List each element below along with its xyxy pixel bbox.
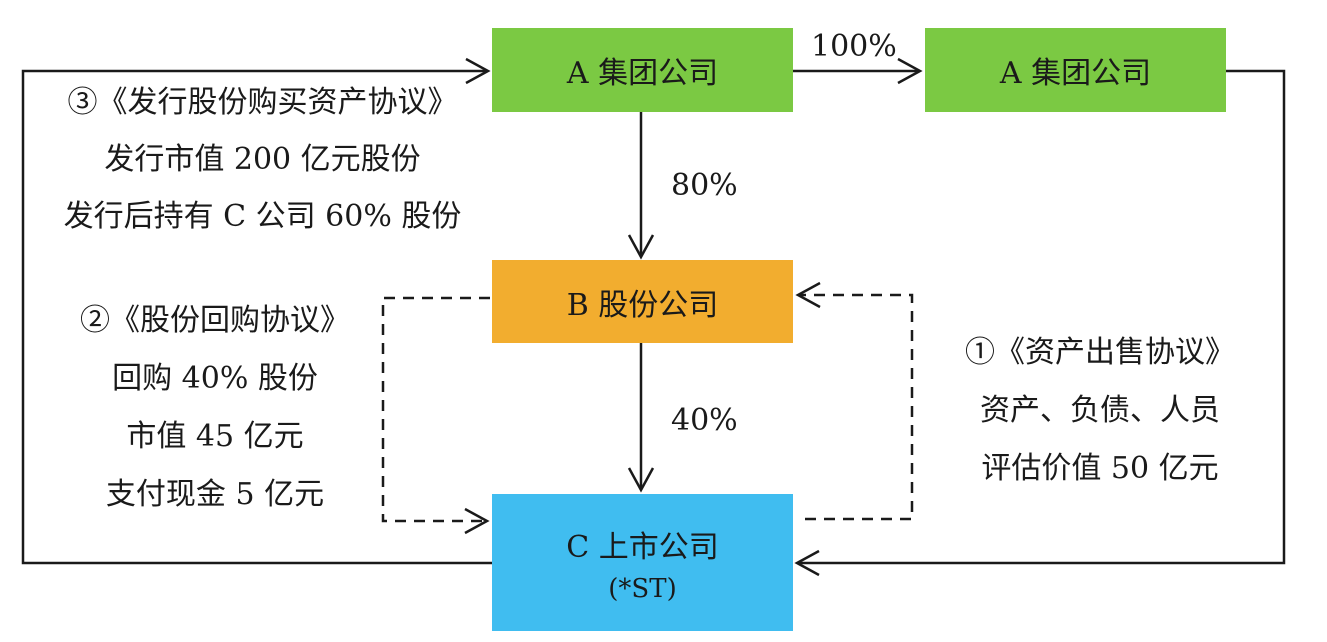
node-c-company-note: (*ST) xyxy=(608,573,677,604)
agreement-asset-sale-block: ①《资产出售协议》 资产、负债、人员 评估价值 50 亿元 xyxy=(930,338,1270,484)
dashed-arrow-c-to-b xyxy=(800,293,914,521)
arrow-b-to-c xyxy=(627,343,655,493)
edge-label-a-to-b: 80% xyxy=(671,168,738,203)
arrow-a-to-b xyxy=(627,112,655,260)
arrow-c-to-a-loop xyxy=(21,57,492,565)
agreement-buyback-line1: 回购 40% 股份 xyxy=(112,361,318,396)
agreement-issue-title: ③《发行股份购买资产协议》 xyxy=(67,85,458,120)
agreement-issue-line2: 发行后持有 C 公司 60% 股份 xyxy=(63,199,462,234)
agreement-issue-line1: 发行市值 200 亿元股份 xyxy=(104,142,421,177)
node-a-group-right: A 集团公司 xyxy=(925,28,1226,112)
dashed-arrowhead-left xyxy=(464,507,490,535)
dashed-arrow-b-to-c xyxy=(381,296,490,523)
node-b-company-label: B 股份公司 xyxy=(566,287,719,323)
node-c-company-label: C 上市公司 xyxy=(566,529,719,565)
node-a-group-left-label: A 集团公司 xyxy=(566,56,719,91)
agreement-asset-sale-line1: 资产、负债、人员 xyxy=(980,393,1220,428)
edge-label-b-to-c: 40% xyxy=(671,403,738,438)
agreement-issue-block: ③《发行股份购买资产协议》 发行市值 200 亿元股份 发行后持有 C 公司 6… xyxy=(40,88,485,232)
node-b-company: B 股份公司 xyxy=(492,260,793,343)
edge-label-a-to-a: 100% xyxy=(811,29,897,64)
agreement-buyback-block: ②《股份回购协议》 回购 40% 股份 市值 45 亿元 支付现金 5 亿元 xyxy=(60,306,370,510)
agreement-buyback-line2: 市值 45 亿元 xyxy=(126,419,304,454)
agreement-buyback-title: ②《股份回购协议》 xyxy=(80,303,350,338)
agreement-asset-sale-title: ①《资产出售协议》 xyxy=(965,335,1235,370)
node-c-company: C 上市公司 (*ST) xyxy=(492,494,793,631)
node-a-group-right-label: A 集团公司 xyxy=(999,56,1152,91)
arrow-a-right-to-c-loop xyxy=(794,69,1286,577)
dashed-arrowhead-right xyxy=(795,281,821,309)
agreement-buyback-line3: 支付现金 5 亿元 xyxy=(105,477,325,512)
node-a-group-left: A 集团公司 xyxy=(492,28,793,112)
arrow-a-to-a xyxy=(793,57,923,85)
agreement-asset-sale-line2: 评估价值 50 亿元 xyxy=(981,451,1219,486)
